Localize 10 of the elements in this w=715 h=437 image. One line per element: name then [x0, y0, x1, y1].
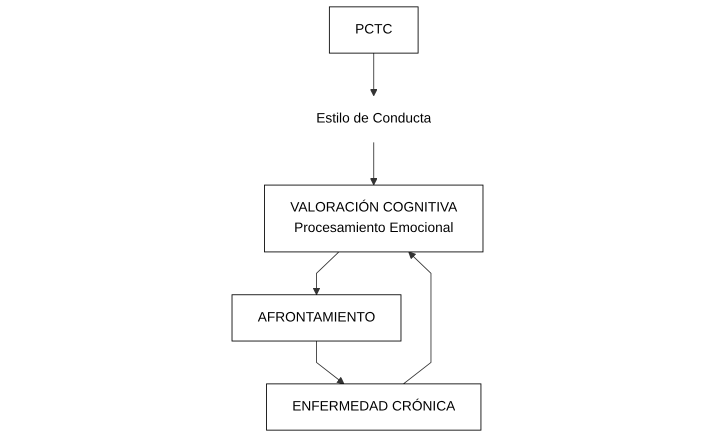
arrow [370, 52, 378, 96]
node-box: ENFERMEDAD CRÓNICA [266, 383, 482, 431]
node-text: Estilo de Conducta [316, 111, 432, 126]
arrow [316, 340, 344, 384]
arrow [312, 252, 340, 296]
arrow [403, 252, 432, 384]
node-box: AFRONTAMIENTO [232, 294, 402, 342]
node-box: VALORACIÓN COGNITIVA Procesamiento Emocional [264, 184, 484, 252]
arrow [370, 142, 378, 186]
node-box: PCTC [328, 6, 419, 54]
